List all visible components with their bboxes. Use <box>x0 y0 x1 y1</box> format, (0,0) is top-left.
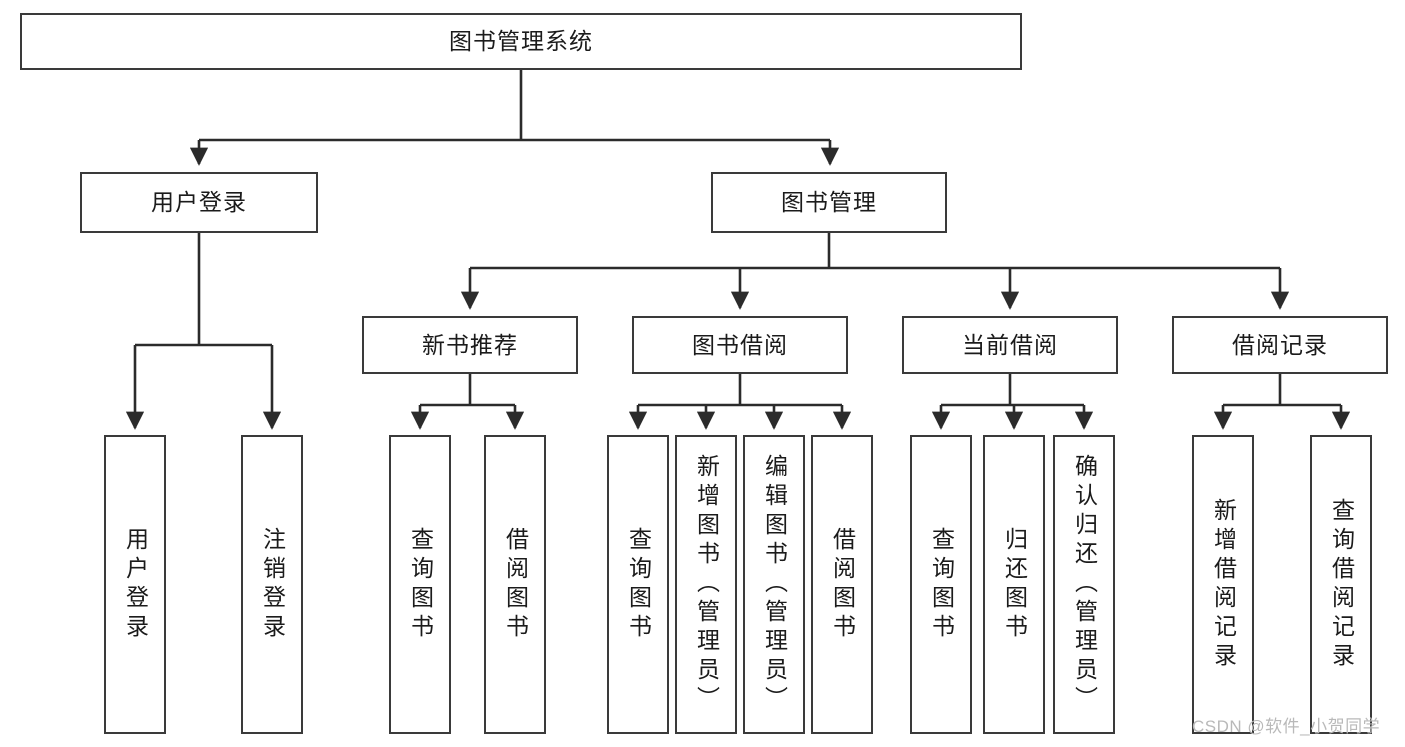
node-leaf-query-book-current[interactable]: 查询图书 <box>910 435 972 734</box>
node-leaf-query-record[interactable]: 查询借阅记录 <box>1310 435 1372 734</box>
node-user-login-label: 用户登录 <box>151 189 247 215</box>
node-book-borrow[interactable]: 图书借阅 <box>632 316 848 374</box>
node-leaf-edit-book-label: 编辑图书（管理员） <box>761 454 788 715</box>
node-leaf-query-book-recommend[interactable]: 查询图书 <box>389 435 451 734</box>
node-leaf-confirm-return[interactable]: 确认归还（管理员） <box>1053 435 1115 734</box>
node-leaf-query-book-recommend-label: 查询图书 <box>407 526 434 643</box>
node-current-borrow-label: 当前借阅 <box>962 331 1058 358</box>
node-leaf-user-login[interactable]: 用户登录 <box>104 435 166 734</box>
node-leaf-borrow-book-recommend-label: 借阅图书 <box>502 526 529 643</box>
node-leaf-query-book-label: 查询图书 <box>625 526 652 643</box>
node-leaf-confirm-return-label: 确认归还（管理员） <box>1071 454 1098 715</box>
node-book-manage-label: 图书管理 <box>781 189 877 215</box>
node-leaf-user-login-label: 用户登录 <box>122 526 149 643</box>
node-leaf-add-record-label: 新增借阅记录 <box>1210 497 1237 672</box>
node-new-book-recommend[interactable]: 新书推荐 <box>362 316 578 374</box>
node-leaf-return-book-label: 归还图书 <box>1001 526 1028 643</box>
node-leaf-query-book-current-label: 查询图书 <box>928 526 955 643</box>
node-leaf-add-book[interactable]: 新增图书（管理员） <box>675 435 737 734</box>
node-user-login[interactable]: 用户登录 <box>80 172 318 233</box>
node-leaf-borrow-book-label: 借阅图书 <box>829 526 856 643</box>
node-root-label: 图书管理系统 <box>449 28 593 54</box>
node-root[interactable]: 图书管理系统 <box>20 13 1022 70</box>
node-borrow-record[interactable]: 借阅记录 <box>1172 316 1388 374</box>
node-current-borrow[interactable]: 当前借阅 <box>902 316 1118 374</box>
node-book-manage[interactable]: 图书管理 <box>711 172 947 233</box>
node-borrow-record-label: 借阅记录 <box>1232 331 1328 358</box>
node-leaf-logout-label: 注销登录 <box>259 526 286 643</box>
node-leaf-edit-book[interactable]: 编辑图书（管理员） <box>743 435 805 734</box>
node-leaf-add-book-label: 新增图书（管理员） <box>693 454 720 715</box>
watermark-text: CSDN @软件_小贺同学 <box>1192 717 1381 736</box>
node-leaf-query-book[interactable]: 查询图书 <box>607 435 669 734</box>
node-book-borrow-label: 图书借阅 <box>692 331 788 358</box>
node-leaf-logout[interactable]: 注销登录 <box>241 435 303 734</box>
node-new-book-recommend-label: 新书推荐 <box>422 331 518 358</box>
node-leaf-borrow-book[interactable]: 借阅图书 <box>811 435 873 734</box>
node-leaf-return-book[interactable]: 归还图书 <box>983 435 1045 734</box>
node-leaf-borrow-book-recommend[interactable]: 借阅图书 <box>484 435 546 734</box>
node-leaf-query-record-label: 查询借阅记录 <box>1328 497 1355 672</box>
node-leaf-add-record[interactable]: 新增借阅记录 <box>1192 435 1254 734</box>
